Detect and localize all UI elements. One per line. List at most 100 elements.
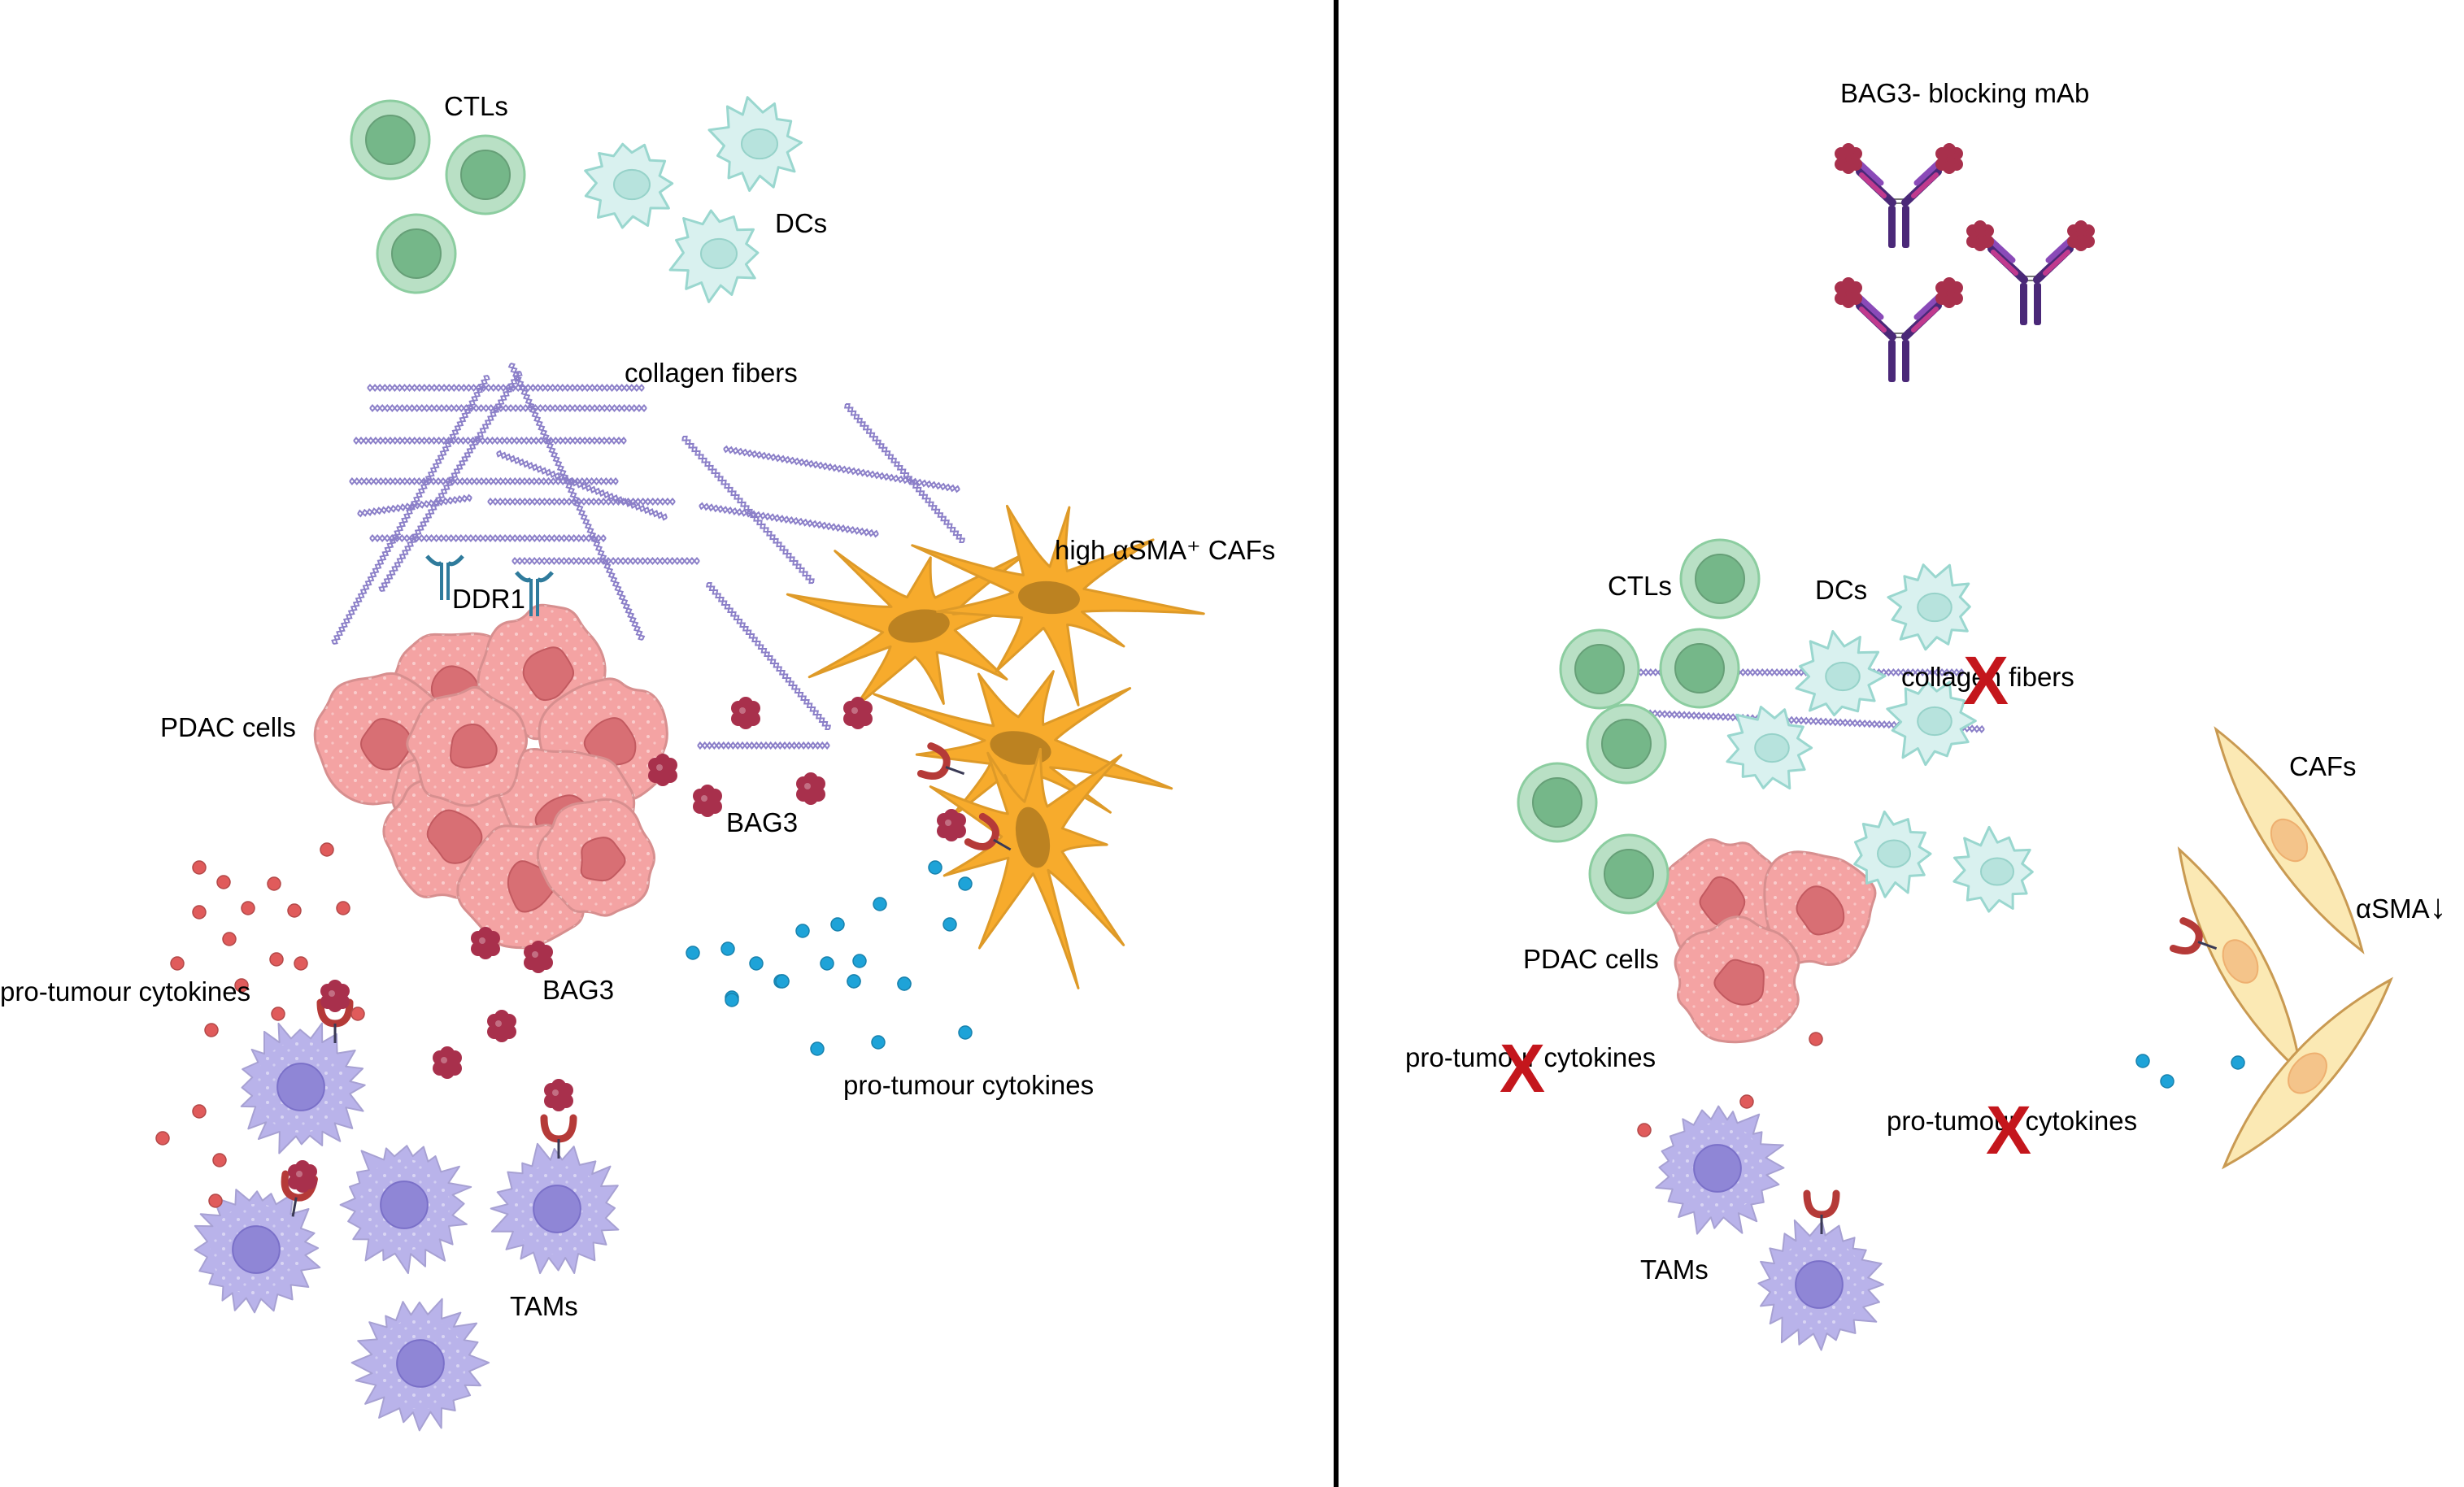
right-ctls-label: CTLs — [1608, 571, 1672, 601]
cytokine — [720, 941, 735, 956]
cytokine — [208, 1194, 223, 1208]
cytokine — [294, 956, 308, 971]
collagen-fiber — [507, 363, 646, 641]
dendritic-cell — [1952, 825, 2034, 913]
cytokine — [725, 993, 739, 1007]
collagen-inhibited-x-icon: X — [1963, 642, 2009, 719]
cytotoxic-t-cell — [445, 134, 526, 215]
tumour-associated-macrophage — [350, 1298, 490, 1432]
collagen-fiber — [369, 403, 647, 413]
cytokine — [192, 905, 207, 920]
bag3-protein — [937, 809, 966, 841]
cytokine — [795, 924, 810, 938]
cytokine — [873, 897, 887, 911]
collagen-fiber — [369, 533, 607, 543]
cytokine — [958, 1025, 973, 1040]
collagen-fiber — [681, 435, 815, 585]
bag3-receptor — [1803, 1189, 1840, 1234]
cytokine — [2231, 1055, 2245, 1070]
bag3-label-lower: BAG3 — [542, 975, 615, 1005]
cytokine — [271, 1007, 285, 1021]
activated-caf — [911, 504, 1205, 707]
bag3-protein — [433, 1046, 462, 1079]
cytokine — [847, 974, 861, 989]
cytokine — [686, 946, 700, 960]
dendritic-cell — [1795, 630, 1887, 717]
cytokine — [897, 976, 912, 991]
right-pdac-label: PDAC cells — [1523, 944, 1659, 974]
collagen-fiber — [706, 582, 831, 730]
ddr1-label: DDR1 — [452, 584, 525, 614]
tumour-associated-macrophage — [1757, 1219, 1884, 1351]
asma-text: αSMA — [2356, 894, 2430, 924]
quiescent-caf — [2214, 726, 2365, 954]
collagen-fiber — [487, 497, 676, 507]
cytokine — [810, 1041, 825, 1056]
bag3-protein — [320, 980, 350, 1012]
left-cafs-label: high αSMA⁺ CAFs — [1055, 535, 1276, 565]
tumour-associated-macrophage — [1655, 1105, 1785, 1235]
bag3-receptor — [540, 1114, 577, 1159]
bag3-protein — [544, 1079, 573, 1111]
collagen-fiber — [357, 493, 472, 518]
cytokine — [928, 860, 943, 875]
collagen-fiber — [723, 445, 960, 493]
bag3-protein — [487, 1010, 516, 1042]
arrow-down-icon: ↓ — [2429, 887, 2447, 925]
bag3-receptor — [964, 812, 1012, 851]
bag3-blocking-antibody — [1835, 277, 1963, 382]
collagen-fiber — [512, 556, 700, 566]
dendritic-cell — [668, 209, 760, 303]
caf-cytokines-label: pro-tumour cytokines — [843, 1070, 1095, 1100]
cytokine — [212, 1153, 227, 1167]
activated-caf — [786, 550, 1031, 709]
bag3-receptor — [316, 998, 354, 1043]
cytokine — [155, 1131, 170, 1146]
left-dcs-label: DCs — [775, 208, 828, 238]
tumour-associated-macrophage — [490, 1142, 620, 1275]
cytokine — [830, 917, 845, 932]
ddr1-receptor — [425, 554, 464, 600]
mab-label: BAG3- blocking mAb — [1840, 78, 2090, 108]
bag3-protein — [693, 785, 722, 817]
bag3-protein — [524, 941, 553, 973]
collagen-fiber — [697, 741, 830, 750]
dendritic-cell — [1886, 680, 1977, 767]
cytokine — [269, 952, 284, 967]
cytokine — [350, 1007, 365, 1021]
cytokine — [320, 842, 334, 857]
cytotoxic-t-cell — [350, 99, 431, 180]
cytokine — [170, 956, 185, 971]
cytokine — [2160, 1074, 2175, 1089]
bag3-protein — [843, 697, 873, 729]
cytokine — [267, 876, 281, 891]
cytokine — [2135, 1054, 2150, 1068]
cytokine — [775, 974, 790, 989]
cytokine — [958, 876, 973, 891]
right-dcs-label: DCs — [1815, 575, 1868, 605]
tumour-associated-macrophage — [194, 1189, 321, 1314]
bag3-receptor — [916, 742, 965, 780]
dendritic-cell — [1726, 706, 1813, 790]
ddr1-receptor — [515, 571, 554, 616]
collagen-fiber — [699, 502, 879, 538]
cytokine — [1809, 1032, 1823, 1046]
quiescent-caf — [2222, 976, 2393, 1170]
cytotoxic-t-cell — [376, 213, 457, 294]
dendritic-cell — [1887, 563, 1971, 651]
cytotoxic-t-cell — [1559, 628, 1640, 710]
cytokine — [749, 956, 764, 971]
cytokine — [820, 956, 834, 971]
left-pdac-label: PDAC cells — [160, 712, 296, 742]
cytotoxic-t-cell — [1659, 628, 1740, 709]
cytokine — [192, 860, 207, 875]
cytokine — [234, 978, 249, 993]
left-cytokines-label: pro-tumour cytokines — [0, 976, 251, 1007]
cytokine — [287, 903, 302, 918]
pdac-tumour-cell — [1763, 850, 1877, 966]
left-tams-label: TAMs — [510, 1291, 578, 1321]
cytokine — [222, 932, 237, 946]
tumour-associated-macrophage — [240, 1022, 366, 1154]
dendritic-cell — [1853, 810, 1932, 898]
